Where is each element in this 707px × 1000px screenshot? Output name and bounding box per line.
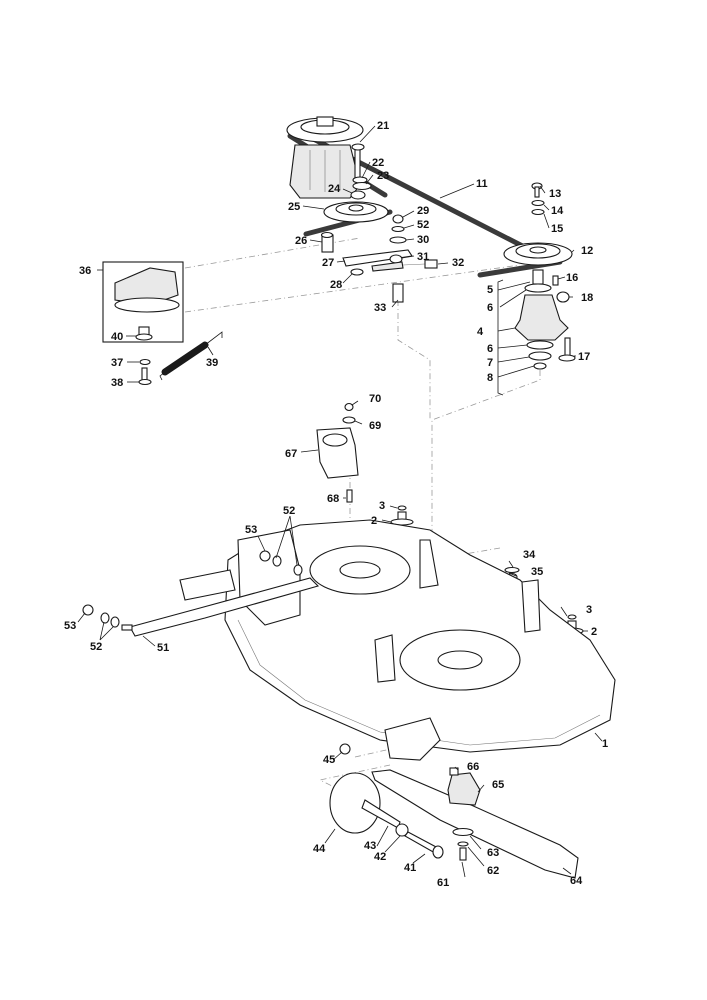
callout-labels: 1 2 2 3 3 4 5 6 6 7 8 11 12 13 14 15 16 … xyxy=(64,120,608,889)
callout-53: 53 xyxy=(64,620,76,632)
idler-pulley xyxy=(323,201,389,223)
idler-arm-assembly xyxy=(320,214,438,303)
callout-17: 17 xyxy=(578,351,590,363)
callout-6: 6 xyxy=(487,302,493,314)
callout-53: 53 xyxy=(245,524,257,536)
callout-52: 52 xyxy=(283,505,295,517)
callout-44: 44 xyxy=(313,843,326,855)
callout-35: 35 xyxy=(531,566,543,578)
callout-3: 3 xyxy=(379,500,385,512)
callout-63: 63 xyxy=(487,847,499,859)
callout-70: 70 xyxy=(369,393,381,405)
bracket-assembly xyxy=(316,402,359,503)
callout-65: 65 xyxy=(492,779,504,791)
callout-28: 28 xyxy=(330,279,342,291)
callout-6: 6 xyxy=(487,343,493,355)
clutch-detail-box xyxy=(102,261,184,343)
callout-67: 67 xyxy=(285,448,297,460)
height-lever xyxy=(82,550,320,637)
callout-37: 37 xyxy=(111,357,123,369)
callout-66: 66 xyxy=(467,761,479,773)
anti-scalp-wheel xyxy=(329,743,444,859)
callout-3: 3 xyxy=(586,604,592,616)
callout-4: 4 xyxy=(477,326,484,338)
callout-30: 30 xyxy=(417,234,429,246)
callout-62: 62 xyxy=(487,865,499,877)
callout-24: 24 xyxy=(328,183,341,195)
callout-36: 36 xyxy=(79,265,91,277)
mower-deck xyxy=(179,519,616,761)
callout-43: 43 xyxy=(364,840,376,852)
callout-8: 8 xyxy=(487,372,493,384)
callout-40: 40 xyxy=(111,331,123,343)
spring-and-bolt xyxy=(138,331,223,386)
callout-15: 15 xyxy=(551,223,563,235)
callout-26: 26 xyxy=(295,235,307,247)
callout-1: 1 xyxy=(602,738,608,750)
callout-34: 34 xyxy=(523,549,536,561)
callout-27: 27 xyxy=(322,257,334,269)
callout-42: 42 xyxy=(374,851,386,863)
blade-assembly xyxy=(371,767,579,879)
callout-21: 21 xyxy=(377,120,389,132)
callout-25: 25 xyxy=(288,201,300,213)
callout-12: 12 xyxy=(581,245,593,257)
callout-68: 68 xyxy=(327,493,339,505)
callout-23: 23 xyxy=(377,170,389,182)
spindle-pulley-upper xyxy=(286,116,364,199)
callout-39: 39 xyxy=(206,357,218,369)
callout-45: 45 xyxy=(323,754,335,766)
callout-64: 64 xyxy=(570,875,583,887)
callout-7: 7 xyxy=(487,357,493,369)
callout-29: 29 xyxy=(417,205,429,217)
callout-33: 33 xyxy=(374,302,386,314)
callout-22: 22 xyxy=(372,157,384,169)
callout-41: 41 xyxy=(404,862,416,874)
callout-52: 52 xyxy=(417,219,429,231)
leader-lines xyxy=(77,125,603,878)
callout-38: 38 xyxy=(111,377,123,389)
callout-16: 16 xyxy=(566,272,578,284)
idler-bolt-stack xyxy=(350,143,372,200)
callout-32: 32 xyxy=(452,257,464,269)
callout-5: 5 xyxy=(487,284,493,296)
callout-2: 2 xyxy=(591,626,597,638)
callout-52: 52 xyxy=(90,641,102,653)
callout-69: 69 xyxy=(369,420,381,432)
callout-61: 61 xyxy=(437,877,449,889)
callout-2: 2 xyxy=(371,515,377,527)
callout-18: 18 xyxy=(581,292,593,304)
callout-11: 11 xyxy=(476,178,488,190)
callout-14: 14 xyxy=(551,205,564,217)
callout-13: 13 xyxy=(549,188,561,200)
spindle-assembly-right xyxy=(497,182,576,396)
callout-31: 31 xyxy=(417,251,429,263)
callout-51: 51 xyxy=(157,642,169,654)
